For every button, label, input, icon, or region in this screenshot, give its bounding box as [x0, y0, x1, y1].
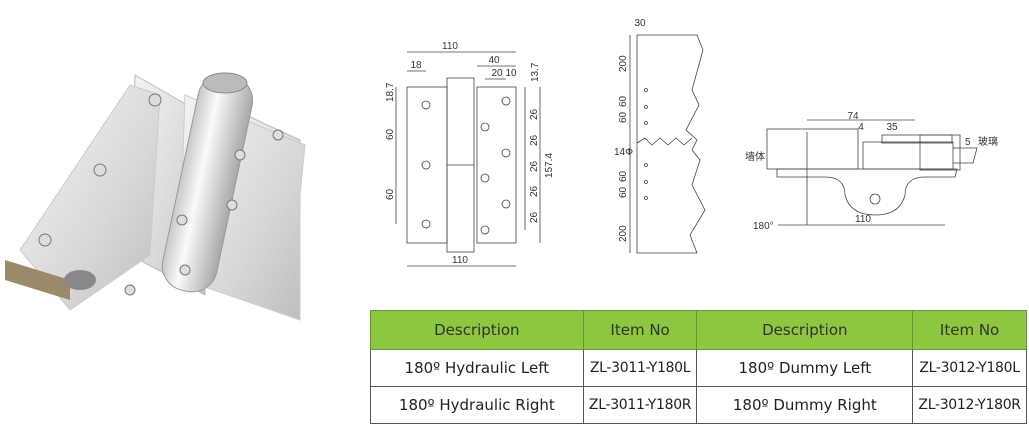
- dim-right-pitch: 26: [529, 134, 540, 146]
- description-cell: 180º Dummy Left: [696, 349, 914, 387]
- header-item-no: Item No: [912, 310, 1027, 350]
- dim-right-pitch: 26: [529, 160, 540, 172]
- hinge-front-dimension-drawing: 110 18 40 20 10 13.7 18.7 60 60 26 26 26…: [385, 41, 555, 267]
- item-no-cell: ZL-3011-Y180L: [582, 349, 698, 387]
- item-no-cell: ZL-3012-Y180R: [912, 386, 1027, 424]
- table-row: 180º Hydraulic Left ZL-3011-Y180L 180º D…: [370, 349, 1027, 387]
- dim-60: 60: [618, 95, 629, 107]
- dim-top-width: 110: [442, 41, 458, 52]
- dim-110: 110: [855, 214, 871, 225]
- angle-label: 180°: [753, 221, 774, 232]
- dim-edge: 30: [634, 18, 646, 29]
- glass-label: 玻璃: [978, 135, 998, 148]
- dim-bottom-width: 110: [452, 255, 468, 266]
- wall-label: 墙体: [745, 150, 765, 163]
- table-row: 180º Hydraulic Right ZL-3011-Y180R 180º …: [370, 386, 1027, 424]
- table-header-row: Description Item No Description Item No: [370, 310, 1027, 350]
- dim-top-200: 200: [618, 55, 629, 72]
- section-view-drawing: 74 4 35 5 墙体 玻璃 180° 110: [745, 111, 998, 232]
- dim-74: 74: [847, 111, 859, 122]
- dim-60: 60: [618, 186, 629, 198]
- item-no-cell: ZL-3012-Y180L: [912, 349, 1027, 387]
- header-description: Description: [696, 310, 914, 350]
- description-cell: 180º Hydraulic Left: [370, 349, 584, 387]
- dim-60: 60: [618, 111, 629, 123]
- dim-60: 60: [618, 170, 629, 182]
- header-item-no: Item No: [582, 310, 698, 350]
- dim-right-pitch: 26: [529, 108, 540, 120]
- item-no-cell: ZL-3011-Y180R: [582, 386, 698, 424]
- dim-4: 4: [858, 122, 864, 133]
- dim-top-gap: 13.7: [530, 62, 541, 82]
- dim-height: 157.4: [544, 153, 555, 178]
- description-cell: 180º Hydraulic Right: [370, 386, 584, 424]
- dim-right-pitch: 26: [529, 185, 540, 197]
- dim-35: 35: [886, 122, 898, 133]
- dim-20: 20: [491, 68, 503, 79]
- dim-left-pitch-1: 60: [385, 128, 396, 140]
- door-installation-drawing: 30 200 60 60 14Φ 60 60 200: [614, 18, 706, 254]
- dim-right-offset: 40: [488, 55, 500, 66]
- description-cell: 180º Dummy Right: [696, 386, 914, 424]
- dim-5: 5: [965, 137, 971, 148]
- dim-left-offset: 18: [410, 60, 422, 71]
- dim-left-top: 18.7: [385, 82, 396, 102]
- header-description: Description: [370, 310, 584, 350]
- dim-10: 10: [505, 68, 517, 79]
- dim-right-pitch: 26: [529, 211, 540, 223]
- dim-left-pitch-2: 60: [385, 188, 396, 200]
- dim-bottom-200: 200: [618, 225, 629, 242]
- hinge-photo: [5, 72, 306, 321]
- dim-hole-diameter: 14Φ: [614, 147, 633, 158]
- product-table: Description Item No Description Item No …: [370, 310, 1027, 424]
